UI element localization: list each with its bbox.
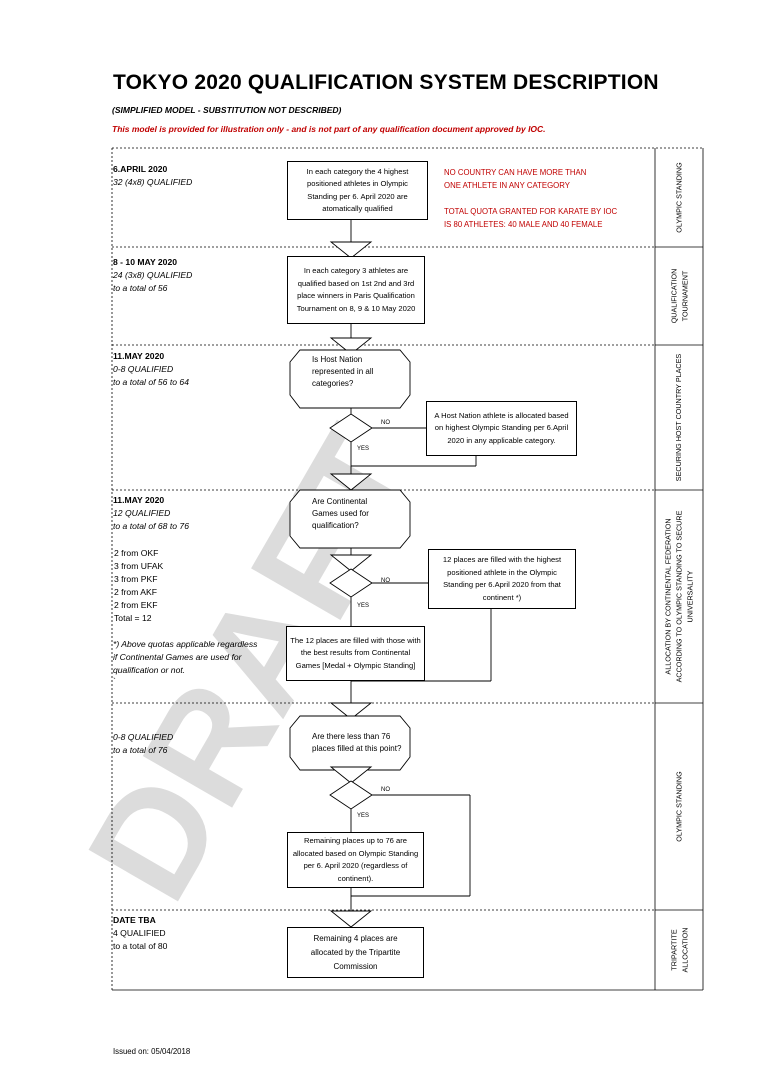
section-qualified: 0-8 QUALIFIED: [113, 364, 174, 374]
issued-date: Issued on: 05/04/2018: [113, 1047, 191, 1056]
yes-label: YES: [357, 603, 370, 609]
no-label: NO: [381, 578, 390, 584]
red-note-country-limit: NO COUNTRY CAN HAVE MORE THAN ONE ATHLET…: [444, 168, 587, 190]
section-date: 6.APRIL 2020: [113, 164, 168, 174]
section-total: to a total of 80: [113, 941, 168, 951]
section-3-label: 11.MAY 2020 0-8 QUALIFIED to a total of …: [113, 350, 189, 389]
note-line: *) Above quotas applicable regardless: [113, 639, 258, 649]
yes-label: YES: [357, 813, 370, 819]
note-line: if Continental Games are used for: [113, 652, 242, 662]
box-host-nation: A Host Nation athlete is allocated based…: [426, 401, 577, 456]
stray-mark: `: [113, 676, 116, 686]
section-qualified: 4 QUALIFIED: [113, 928, 166, 938]
box-olympic-standing: In each category the 4 highest positione…: [287, 161, 428, 220]
side-label-olympic-standing-2: OLYMPIC STANDING: [674, 771, 684, 842]
no-label: NO: [381, 420, 390, 426]
page-title: TOKYO 2020 QUALIFICATION SYSTEM DESCRIPT…: [113, 71, 659, 94]
question-continental-games: Are Continental Games used for qualifica…: [312, 497, 369, 530]
section-qualified: 24 (3x8) QUALIFIED: [113, 270, 193, 280]
no-label: NO: [381, 787, 390, 793]
section-qualified: 32 (4x8) QUALIFIED: [113, 177, 193, 187]
quota-item: 3 from PKF: [114, 574, 158, 584]
section-6-label: DATE TBA 4 QUALIFIED to a total of 80: [113, 914, 167, 953]
quota-item: 2 from OKF: [114, 548, 159, 558]
quota-list: 2 from OKF 3 from UFAK 3 from PKF 2 from…: [114, 547, 163, 625]
section-date: 11.MAY 2020: [113, 495, 165, 505]
quota-total: Total = 12: [114, 613, 152, 623]
section-date: 11.MAY 2020: [113, 351, 165, 361]
section-qualified: 0-8 QUALIFIED: [113, 732, 174, 742]
quota-item: 2 from AKF: [114, 587, 157, 597]
section-total: to a total of 76: [113, 745, 168, 755]
question-less-than-76: Are there less than 76 places filled at …: [312, 732, 402, 753]
section-4-label: 11.MAY 2020 12 QUALIFIED to a total of 6…: [113, 494, 189, 533]
section-total: to a total of 56 to 64: [113, 377, 189, 387]
disclaimer: This model is provided for illustration …: [112, 124, 546, 134]
section-qualified: 12 QUALIFIED: [113, 508, 171, 518]
question-host-nation: Is Host Nation represented in all catego…: [312, 355, 374, 388]
section-2-label: 8 - 10 MAY 2020 24 (3x8) QUALIFIED to a …: [113, 256, 192, 295]
quota-item: 3 from UFAK: [114, 561, 164, 571]
section-1-label: 6.APRIL 2020 32 (4x8) QUALIFIED: [113, 163, 192, 189]
section-date: 8 - 10 MAY 2020: [113, 257, 178, 267]
section-total: to a total of 68 to 76: [113, 521, 189, 531]
side-label-host-country: SECURING HOST COUNTRY PLACES: [674, 353, 684, 482]
note-line: qualification or not.: [113, 665, 186, 675]
box-twelve-olympic-standing: 12 places are filled with the highest po…: [428, 549, 576, 609]
red-note-total-quota: TOTAL QUOTA GRANTED FOR KARATE BY IOC IS…: [444, 207, 618, 229]
yes-label: YES: [357, 446, 370, 452]
quota-note: *) Above quotas applicable regardless if…: [113, 638, 257, 685]
side-label-olympic-standing: OLYMPIC STANDING: [674, 162, 684, 233]
section-5-label: 0-8 QUALIFIED to a total of 76: [113, 731, 173, 757]
box-remaining-76: Remaining places up to 76 are allocated …: [287, 832, 424, 888]
quota-item: 2 from EKF: [114, 600, 158, 610]
page-subtitle: (SIMPLIFIED MODEL - SUBSTITUTION NOT DES…: [112, 105, 342, 115]
box-twelve-continental-games: The 12 places are filled with those with…: [286, 626, 425, 681]
section-date: DATE TBA: [113, 915, 156, 925]
section-total: to a total of 56: [113, 283, 168, 293]
box-remaining-4: Remaining 4 places are allocated by the …: [287, 927, 424, 978]
box-paris-tournament: In each category 3 athletes are qualifie…: [287, 256, 425, 324]
